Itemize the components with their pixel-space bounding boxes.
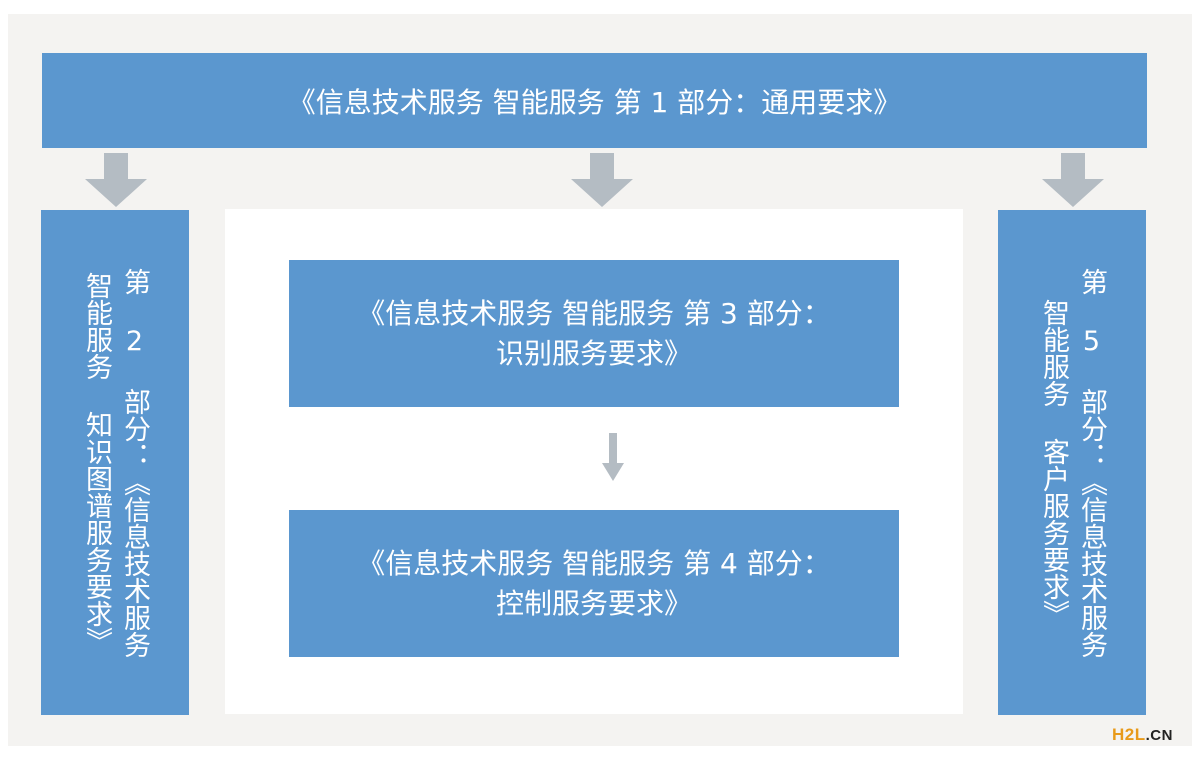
part2-label: 第 2 部分：《信息技术服务 智能服务 知识图谱服务要求》: [81, 267, 150, 658]
part4-control-box: 《信息技术服务 智能服务 第 4 部分： 控制服务要求》: [289, 510, 899, 657]
part1-label: 《信息技术服务 智能服务 第 1 部分：通用要求》: [287, 85, 902, 119]
part1-general-requirements-box: 《信息技术服务 智能服务 第 1 部分：通用要求》: [42, 53, 1147, 148]
h2l-watermark-logo: H2L.CN: [1112, 725, 1173, 745]
arrow-down-icon-left: [85, 153, 147, 207]
part3-recognition-box: 《信息技术服务 智能服务 第 3 部分： 识别服务要求》: [289, 260, 899, 407]
part4-label-line2: 控制服务要求》: [495, 586, 692, 620]
part4-label-line1: 《信息技术服务 智能服务 第 4 部分：: [357, 546, 831, 580]
watermark-main: H2L: [1112, 725, 1146, 744]
watermark-suffix: .CN: [1145, 727, 1173, 744]
part5-label: 第 5 部分：《信息技术服务 智能服务 客户服务要求》: [1038, 267, 1107, 658]
part5-customer-service-box: 第 5 部分：《信息技术服务 智能服务 客户服务要求》: [998, 210, 1146, 715]
part2-knowledge-graph-box: 第 2 部分：《信息技术服务 智能服务 知识图谱服务要求》: [41, 210, 189, 715]
arrow-down-icon-right: [1042, 153, 1104, 207]
arrow-down-icon-inner: [602, 433, 624, 481]
part3-label-line2: 识别服务要求》: [495, 336, 692, 370]
arrow-down-icon-center: [571, 153, 633, 207]
part3-label-line1: 《信息技术服务 智能服务 第 3 部分：: [357, 296, 831, 330]
